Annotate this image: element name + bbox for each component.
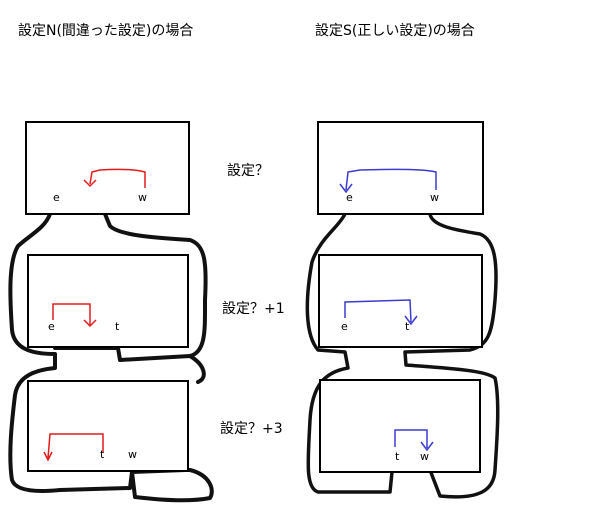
right-arrow-3 bbox=[394, 429, 434, 452]
left-box-2-letter-e: e bbox=[48, 320, 55, 333]
left-connector-outline bbox=[8, 212, 214, 503]
right-box-3-letter-t: t bbox=[395, 450, 400, 463]
left-box-3 bbox=[27, 380, 189, 472]
left-box-3-letter-t: t bbox=[100, 448, 105, 461]
left-box-1 bbox=[25, 121, 190, 215]
left-box-1-letter-e: e bbox=[53, 191, 60, 204]
right-box-3 bbox=[319, 379, 481, 473]
left-diagram-title: 設定N(間違った設定)の場合 bbox=[18, 23, 194, 39]
right-box-1-letter-e: e bbox=[346, 191, 353, 204]
left-box-2 bbox=[27, 254, 189, 348]
right-box-2-letter-t: t bbox=[405, 320, 410, 333]
right-box-1 bbox=[317, 121, 484, 215]
right-arrow-2 bbox=[344, 299, 418, 326]
right-connector-outline bbox=[305, 212, 500, 499]
left-arrow-1 bbox=[83, 168, 146, 188]
setting-label-2: 設定？+1 bbox=[222, 301, 285, 317]
left-arrow-2 bbox=[52, 303, 97, 328]
setting-label-3: 設定？+3 bbox=[220, 421, 283, 437]
left-box-2-letter-t: t bbox=[115, 320, 120, 333]
left-arrow-3 bbox=[43, 433, 104, 462]
right-box-2-letter-e: e bbox=[341, 320, 348, 333]
left-box-1-letter-w: w bbox=[138, 191, 147, 204]
left-box-3-letter-w: w bbox=[128, 448, 137, 461]
right-box-2 bbox=[318, 254, 483, 348]
right-box-1-letter-w: w bbox=[430, 191, 439, 204]
right-box-3-letter-w: w bbox=[420, 450, 429, 463]
right-diagram-title: 設定S(正しい設定)の場合 bbox=[315, 23, 475, 39]
setting-label-1: 設定？ bbox=[227, 163, 269, 179]
right-arrow-1 bbox=[339, 168, 437, 194]
